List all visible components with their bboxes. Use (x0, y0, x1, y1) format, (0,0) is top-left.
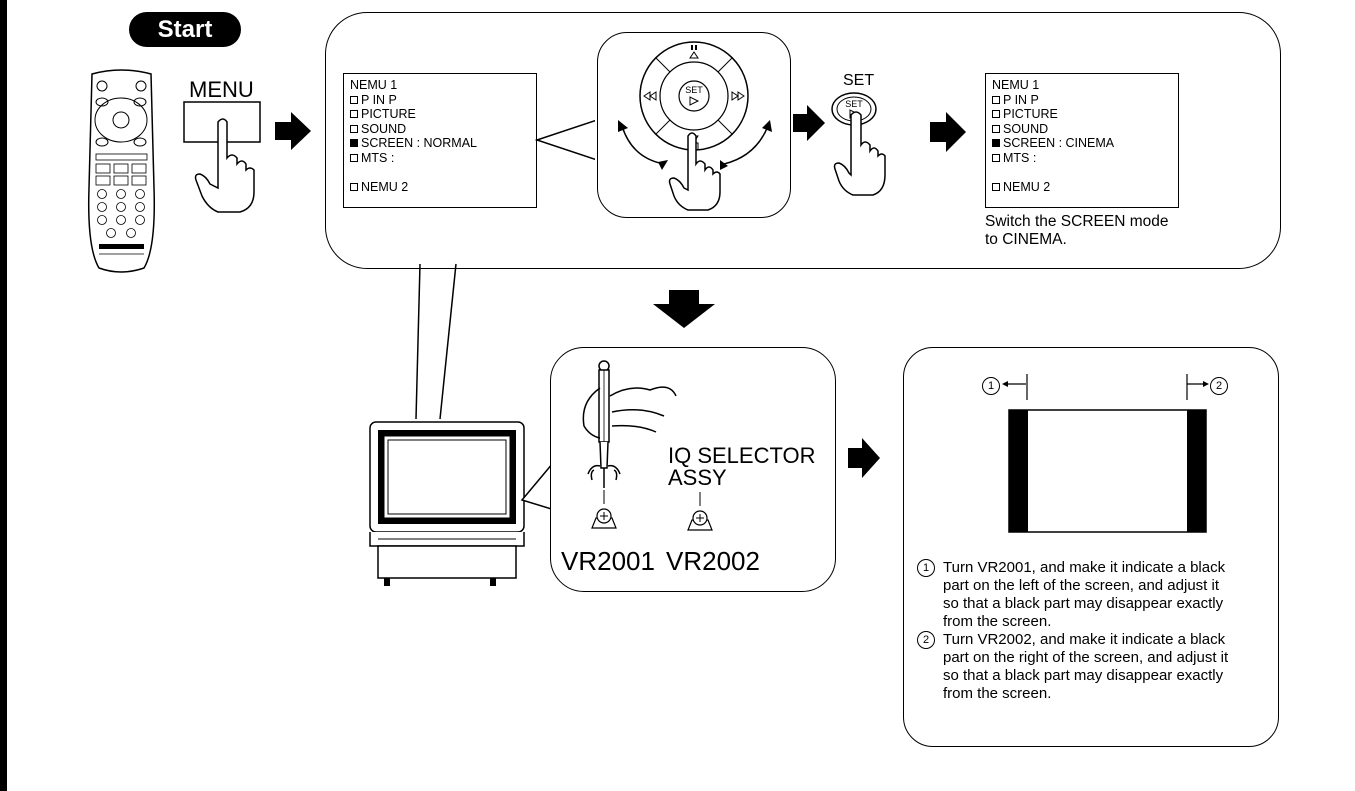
set-button-text: SET (845, 99, 863, 109)
osd-menu-before: NEMU 1 P IN P PICTURE SOUND SCREEN : NOR… (343, 73, 537, 208)
arrow-right-icon (930, 112, 966, 152)
circled-number: 1 (917, 559, 935, 577)
menu-button-press-illustration (183, 101, 261, 213)
checkbox-icon (350, 182, 358, 191)
arrow-right-icon (793, 105, 825, 141)
arrow-down-icon (653, 290, 715, 328)
osd-item-pip: P IN P (350, 93, 530, 108)
osd-item-sound: SOUND (350, 122, 530, 137)
callout-tail (520, 456, 559, 512)
set-button-press-illustration: SET (831, 92, 886, 196)
checkbox-icon (992, 95, 1000, 104)
vr2002-label: VR2002 (666, 546, 760, 576)
osd-title: NEMU 1 (350, 78, 398, 92)
checkbox-icon (992, 110, 1000, 119)
adjustment-panel (550, 347, 836, 592)
osd-item-picture: PICTURE (350, 107, 530, 122)
potentiometer-icon (687, 492, 713, 531)
start-badge: Start (129, 12, 241, 47)
checkbox-filled-icon (992, 139, 1000, 148)
checkbox-filled-icon (350, 139, 358, 148)
iq-selector-label: IQ SELECTOR ASSY (668, 443, 816, 490)
left-edge-indicator (1002, 374, 1028, 400)
osd-footer: NEMU 2 (992, 180, 1172, 195)
callout-pointer (415, 261, 457, 420)
arrow-right-icon (848, 438, 880, 478)
osd-item-screen: SCREEN : CINEMA (992, 136, 1172, 151)
osd-title: NEMU 1 (992, 78, 1040, 92)
osd-item-screen: SCREEN : NORMAL (350, 136, 530, 151)
osd-footer: NEMU 2 (350, 180, 530, 195)
vr2001-label: VR2001 (561, 546, 655, 576)
circled-number: 2 (917, 631, 935, 649)
checkbox-icon (992, 153, 1000, 162)
checkbox-icon (992, 182, 1000, 191)
osd-item-picture: PICTURE (992, 107, 1172, 122)
checkbox-icon (350, 153, 358, 162)
page-edge-bar (0, 0, 7, 791)
set-label: SET (843, 72, 875, 89)
instruction-item-2: 2 Turn VR2002, and make it indicate a bl… (917, 631, 1272, 703)
remote-control-illustration (87, 69, 156, 273)
checkbox-icon (350, 110, 358, 119)
arrow-right-icon (275, 112, 311, 150)
marker-2: 2 (1210, 376, 1228, 395)
menu-label: MENU (189, 77, 254, 102)
instruction-list: 1 Turn VR2001, and make it indicate a bl… (917, 559, 1272, 703)
osd-item-mts: MTS : (992, 151, 1172, 166)
checkbox-icon (350, 124, 358, 133)
svg-text:SET: SET (685, 85, 703, 95)
directional-pad-illustration: SET (618, 41, 772, 211)
television-illustration (369, 421, 525, 586)
checkbox-icon (350, 95, 358, 104)
switch-screen-note: Switch the SCREEN mode to CINEMA. (985, 213, 1169, 248)
marker-1: 1 (982, 376, 1000, 395)
screen-with-black-bars (1008, 409, 1207, 533)
checkbox-icon (992, 124, 1000, 133)
instruction-item-1: 1 Turn VR2001, and make it indicate a bl… (917, 559, 1272, 631)
osd-item-pip: P IN P (992, 93, 1172, 108)
osd-item-mts: MTS : (350, 151, 530, 166)
right-edge-indicator (1186, 374, 1209, 400)
osd-menu-after: NEMU 1 P IN P PICTURE SOUND SCREEN : CIN… (985, 73, 1179, 208)
osd-item-sound: SOUND (992, 122, 1172, 137)
callout-tail (534, 118, 603, 162)
screwdriver-hand-illustration (582, 360, 677, 529)
